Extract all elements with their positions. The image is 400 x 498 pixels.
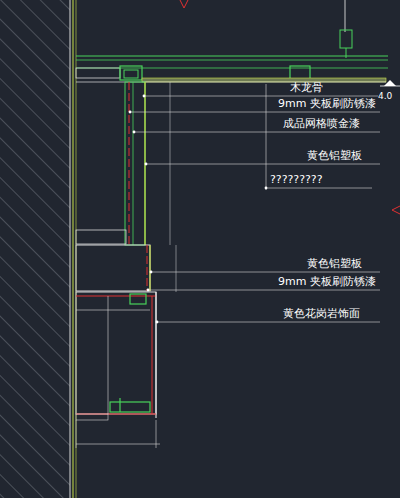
level-mark [384, 80, 396, 86]
leader-line [157, 322, 380, 323]
ceiling-board [76, 82, 386, 83]
granite [156, 292, 157, 418]
plywood [129, 82, 130, 245]
leader-line [146, 164, 380, 165]
granite [152, 296, 153, 414]
leader-dot [150, 271, 153, 274]
wood-keel [76, 68, 120, 78]
mesh [133, 82, 134, 245]
leader-dot [129, 111, 132, 114]
callout-text: 黄色花岗岩饰面 [283, 307, 360, 320]
dimension-line [76, 444, 160, 445]
leader-dot [147, 289, 150, 292]
leader-line [148, 290, 380, 291]
break-mark [180, 0, 188, 8]
leader-dot [156, 321, 159, 324]
leader-line [130, 112, 380, 113]
dimension-line [76, 420, 77, 448]
leader-line [266, 188, 372, 189]
bracket [130, 294, 146, 304]
wood-keel [76, 230, 126, 244]
base [76, 414, 108, 420]
frame [108, 296, 109, 414]
callout-text: 黄色铝塑板 [307, 149, 362, 162]
callout-text: 木龙骨 [290, 81, 323, 94]
leader-line [151, 272, 380, 273]
wall-line [73, 0, 74, 498]
callout-text: 9mm 夹板刷防锈漆 [278, 275, 376, 288]
callout-text: 9mm 夹板刷防锈漆 [278, 97, 376, 110]
ceiling-board [142, 78, 386, 82]
level-value: 4.0 [378, 90, 392, 103]
dimension-line [156, 420, 157, 448]
wall-hatch [0, 0, 70, 498]
leader-dot [265, 187, 268, 190]
ceiling-joist [76, 60, 388, 61]
ceiling-joist [76, 55, 388, 56]
leader-dot [133, 131, 136, 134]
hanger [340, 30, 352, 48]
bracket [119, 398, 120, 412]
leader-line [144, 96, 380, 97]
plywood [147, 245, 148, 291]
connector [120, 66, 142, 80]
dimension-line [176, 245, 177, 292]
callout-text: 成品网格喷金漆 [283, 117, 360, 130]
callout-text: ????????? [270, 173, 323, 186]
callout-text: 黄色铝塑板 [307, 257, 362, 270]
middle-box [76, 245, 150, 291]
dimension-line [170, 82, 171, 245]
granite [76, 296, 156, 297]
connector [124, 70, 138, 78]
leader-line [134, 132, 380, 133]
aluminum-panel [149, 245, 150, 291]
leader-dot [145, 163, 148, 166]
vertical-panel [125, 82, 145, 245]
break-mark [392, 206, 400, 214]
leader-dot [143, 95, 146, 98]
ceiling-joist [76, 68, 388, 69]
hanger-rod [345, 0, 346, 32]
frame [76, 310, 150, 311]
granite-box [76, 292, 156, 414]
level-mark [380, 86, 400, 87]
leader-lines [129, 95, 380, 324]
bracket [110, 402, 150, 412]
wall-face [70, 0, 71, 498]
leader-line [266, 84, 267, 190]
